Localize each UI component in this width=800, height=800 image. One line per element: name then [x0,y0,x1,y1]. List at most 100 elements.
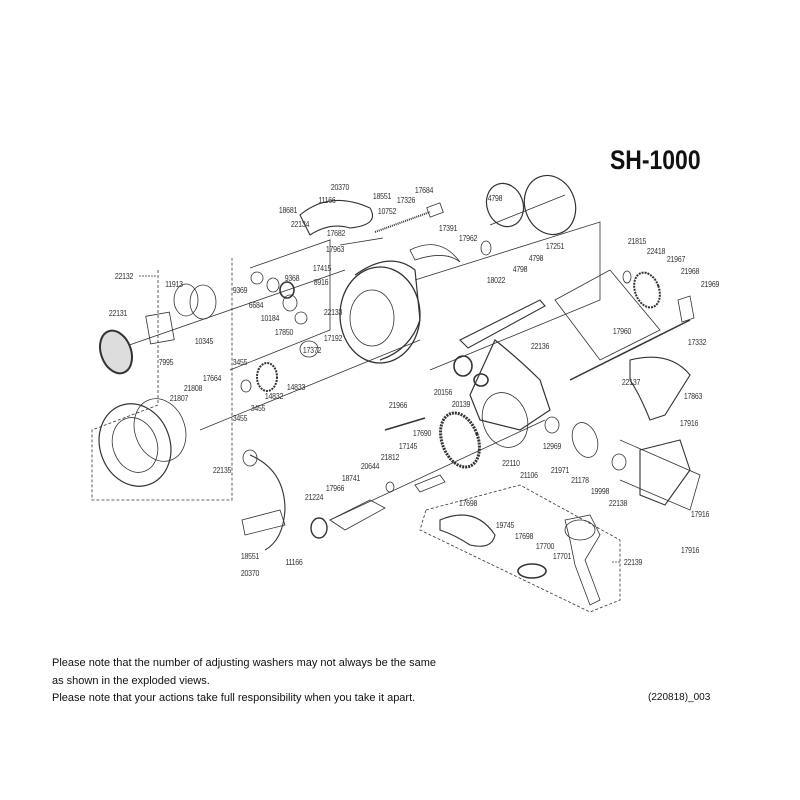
body-box [415,222,600,370]
part-number-label: 17963 [325,244,345,254]
part-number-label: 11166 [285,557,303,567]
spool-inner [105,411,165,479]
part-number-label: 11166 [318,195,336,205]
washer-9369 [251,272,263,284]
part-number-label: 22139 [623,557,643,567]
part-number-label: 8916 [313,277,329,287]
main-axis [115,270,345,350]
part-number-label: 18681 [278,205,298,215]
part-number-label: 19745 [495,520,515,530]
part-number-label: 22137 [621,377,641,387]
gear-box [555,270,660,360]
cover-box [620,440,700,510]
gear-14832 [257,363,277,391]
bail-arm [300,200,373,235]
part-number-label: 17332 [687,337,707,347]
part-number-label: 17251 [545,241,565,251]
part-number-label: 6684 [248,300,264,310]
part-number-label: 19998 [590,486,610,496]
part-number-label: 17916 [680,545,700,555]
note-line-2: as shown in the exploded views. [52,675,210,687]
handle-group-box [420,485,620,612]
note-line-3: Please note that your actions take full … [52,692,416,704]
note-line-1: Please note that the number of adjusting… [52,657,436,669]
part-number-label: 17698 [514,531,534,541]
pinion-21971 [568,419,603,461]
part-number-label: 22418 [646,246,666,256]
part-number-label: 12969 [542,441,562,451]
part-number-label: 17664 [202,373,222,383]
part-number-label: 18551 [372,191,392,201]
part-number-label: 3455 [232,357,248,367]
part-number-label: 21969 [700,279,720,289]
line-roller-arm [242,510,285,535]
part-number-label: 10184 [260,313,280,323]
bearing-10184 [283,295,297,311]
body-front [475,386,535,454]
bail-wire [340,238,383,245]
part-number-label: 22133 [323,307,343,317]
part-number-label: 17850 [274,327,294,337]
shaft-axis [490,195,565,225]
bail-trip-knob [243,450,257,466]
oring-20139 [474,374,488,386]
part-number-label: 22134 [290,219,310,229]
handle-cap-17701 [518,564,546,578]
part-number-label: 3455 [250,403,266,413]
part-number-label: 22136 [530,341,550,351]
part-number-label: 21968 [680,266,700,276]
part-number-label: 21807 [169,393,189,403]
part-number-label: 17698 [458,498,478,508]
pinion-17966 [330,500,385,530]
drag-knob [94,326,137,378]
part-number-label: 21178 [571,475,589,485]
slider-21969 [678,296,694,322]
part-number-label: 21808 [183,383,203,393]
stopper-21812 [415,475,445,492]
part-number-label: 21966 [388,400,408,410]
part-number-label: 7995 [158,357,174,367]
part-number-label: 17391 [438,223,458,233]
rotor-arm [355,261,420,360]
part-number-label: 9368 [284,273,300,283]
shaft-21966 [385,418,425,430]
part-number-label: 20370 [240,568,260,578]
clutch-hub [516,168,584,241]
part-number-label: 4798 [512,264,528,274]
drag-washer-1 [174,284,198,316]
bearing-19998 [612,454,626,470]
rotor-box [230,240,330,370]
part-number-label: 17863 [683,391,703,401]
part-number-label: 18551 [240,551,260,561]
handle-arm [565,515,600,605]
part-number-label: 17690 [412,428,432,438]
part-number-label: 22110 [502,458,520,468]
part-number-label: 17415 [312,263,332,273]
part-number-label: 20370 [330,182,350,192]
part-number-label: 17700 [535,541,555,551]
part-number-label: 4798 [528,253,544,263]
spool-rim [126,391,195,468]
washer-18022 [481,241,491,255]
drive-gear-17690 [434,408,487,473]
part-number-label: 22132 [114,271,134,281]
spool-group-box [92,258,232,500]
part-number-label: 17145 [398,441,418,451]
part-number-label: 17682 [326,228,346,238]
nut-17192 [300,341,318,357]
part-number-label: 21812 [380,452,400,462]
part-number-label: 21967 [666,254,686,264]
handle-knob-17698 [440,515,495,546]
part-number-label: 17701 [552,551,572,561]
reel-body [470,340,550,430]
part-number-label: 18741 [341,473,361,483]
washer-6684 [267,278,279,292]
part-number-label: 17916 [679,418,699,428]
part-number-label: 21815 [627,236,647,246]
part-number-label: 18022 [486,275,506,285]
part-number-label: 17372 [302,345,322,355]
part-number-label: 17684 [414,185,434,195]
part-number-label: 21224 [304,492,324,502]
